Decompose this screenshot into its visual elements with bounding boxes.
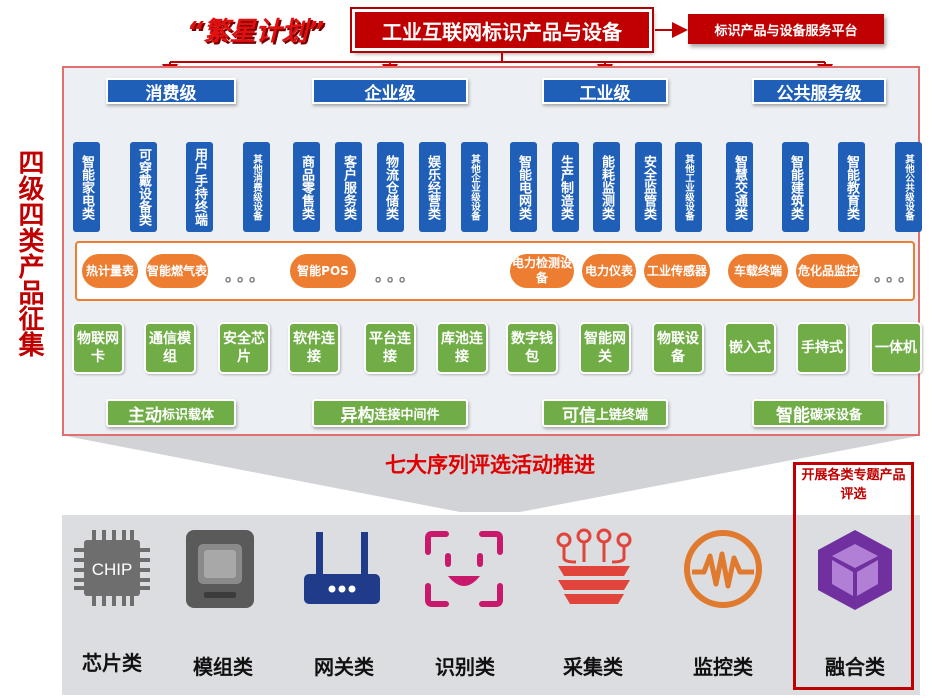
device-heat-meter: 热计量表	[82, 254, 138, 288]
ellipsis: 。。。	[375, 266, 420, 285]
carrier-handheld: 手持式	[796, 322, 848, 374]
group-desc: 标识载体	[161, 407, 214, 423]
device-industrial-sensor: 工业传感器	[644, 254, 710, 288]
category-smart-building: 智能建筑类	[782, 142, 809, 232]
level-industrial: 工业级	[542, 78, 668, 104]
carrier-iot-device: 物联设备	[652, 322, 704, 374]
chip-text: CHIP	[92, 560, 133, 579]
carrier-all-in-one: 一体机	[870, 322, 922, 374]
side-label: 四级四类产品征集	[14, 149, 44, 357]
group-heterogeneous-middleware: 异构连接中间件	[312, 399, 468, 427]
group-keyword: 主动	[127, 405, 162, 426]
module-icon	[186, 530, 254, 608]
carrier-smart-gateway: 智能网关	[579, 322, 631, 374]
monitor-wave-icon	[684, 530, 762, 608]
chip-icon: CHIP	[74, 530, 150, 606]
category-logistics: 物流仓储类	[377, 142, 404, 232]
category-safety-supervision: 安全监管类	[635, 142, 662, 232]
fusion-title: 开展各类专题产品评选	[801, 468, 906, 502]
product-label-collection: 采集类	[563, 655, 623, 679]
product-label-identification: 识别类	[435, 655, 495, 679]
product-label-monitoring: 监控类	[693, 655, 753, 679]
category-customer-service: 客户服务类	[335, 142, 362, 232]
carrier-comm-module: 通信模组	[144, 322, 196, 374]
collector-icon	[556, 528, 632, 604]
device-power-testing: 电力检测设备	[510, 254, 574, 288]
category-smart-traffic: 智慧交通类	[726, 142, 753, 232]
carrier-digital-wallet: 数字钱包	[506, 322, 558, 374]
carrier-platform-connect: 平台连接	[364, 322, 416, 374]
level-consumer: 消费级	[106, 78, 236, 104]
group-desc: 连接中间件	[374, 407, 440, 423]
group-trusted-terminal: 可信上链终端	[542, 399, 668, 427]
device-power-instrument: 电力仪表	[582, 254, 636, 288]
product-label-module: 模组类	[193, 655, 253, 679]
group-active-carrier: 主动标识载体	[106, 399, 236, 427]
device-vehicle-terminal: 车载终端	[728, 254, 788, 288]
group-keyword: 智能	[775, 405, 810, 426]
level-public-service: 公共服务级	[752, 78, 886, 104]
category-retail: 商品零售类	[293, 142, 320, 232]
group-keyword: 可信	[561, 405, 596, 426]
group-desc: 碳采设备	[809, 407, 862, 423]
ellipsis: 。。。	[874, 266, 919, 285]
category-other-consumer: 其他消费级设备	[243, 142, 270, 232]
carrier-security-chip: 安全芯片	[218, 322, 270, 374]
category-smart-grid: 智能电网类	[510, 142, 537, 232]
fanxing-plan-slogan: “繁星计划”	[186, 16, 325, 47]
carrier-iot-card: 物联网卡	[72, 322, 124, 374]
service-platform-title: 标识产品与设备服务平台	[688, 14, 884, 44]
level-enterprise: 企业级	[312, 78, 468, 104]
device-smart-gas-meter: 智能燃气表	[146, 254, 208, 288]
category-smart-education: 智能教育类	[838, 142, 865, 232]
product-label-fusion: 融合类	[825, 655, 885, 679]
fusion-highlight-box	[793, 462, 914, 690]
category-wearable: 可穿戴设备类	[130, 142, 157, 232]
group-smart-collection: 智能碳采设备	[752, 399, 886, 427]
category-other-enterprise: 其他企业级设备	[461, 142, 488, 232]
ellipsis: 。。。	[225, 266, 270, 285]
carrier-embedded: 嵌入式	[724, 322, 776, 374]
carrier-software-connect: 软件连接	[288, 322, 340, 374]
category-smart-appliance: 智能家电类	[73, 142, 100, 232]
category-energy-monitoring: 能耗监测类	[593, 142, 620, 232]
category-handheld-terminal: 用户手持终端	[186, 142, 213, 232]
device-smart-pos: 智能POS	[290, 254, 356, 288]
group-keyword: 异构	[340, 405, 375, 426]
category-other-industrial: 其他工业级设备	[675, 142, 702, 232]
group-desc: 上链终端	[595, 407, 648, 423]
main-title: 工业互联网标识产品与设备	[350, 7, 654, 53]
carrier-pool-connect: 库池连接	[436, 322, 488, 374]
face-scan-icon	[425, 531, 503, 607]
category-entertainment: 娱乐经营类	[419, 142, 446, 232]
cube-icon	[818, 530, 892, 610]
router-icon	[304, 532, 380, 604]
seven-series-title: 七大序列评选活动推进	[385, 453, 595, 477]
product-label-chip: 芯片类	[82, 651, 142, 675]
category-manufacturing: 生产制造类	[552, 142, 579, 232]
product-label-gateway: 网关类	[314, 655, 374, 679]
category-other-public: 其他公共级设备	[895, 142, 922, 232]
device-hazchem-monitor: 危化品监控	[796, 254, 860, 288]
